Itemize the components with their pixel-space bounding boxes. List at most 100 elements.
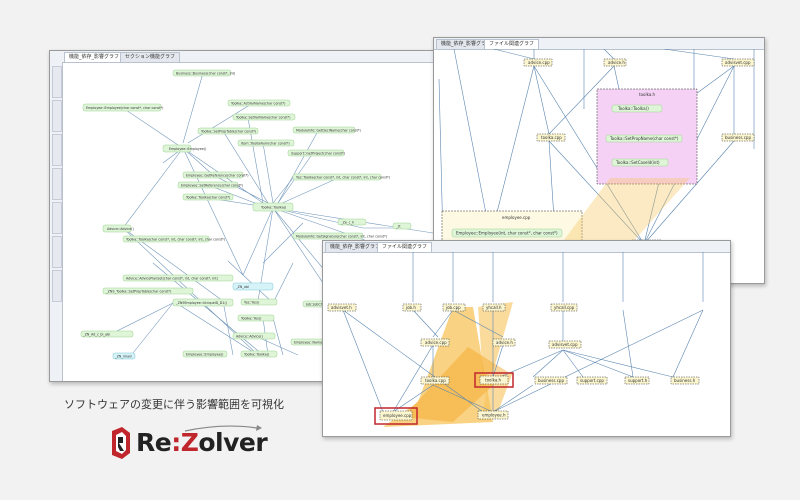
- graph-node[interactable]: ModuleInfo::GetDeclName(char const*): [292, 126, 361, 134]
- node-job-h[interactable]: job.h: [402, 303, 422, 312]
- node-toolka-setpropname[interactable]: Toolka::SetPropName(char const*): [605, 134, 683, 143]
- svg-text:job.cpp: job.cpp: [445, 305, 461, 310]
- graph-node[interactable]: Toolka::SetPropTable(char const*): [197, 127, 259, 135]
- side-tab[interactable]: [52, 100, 62, 132]
- graph-node[interactable]: Support::GetProject(char const*): [287, 149, 345, 157]
- impact-path: [403, 347, 508, 422]
- side-tab[interactable]: [52, 66, 62, 98]
- svg-text:support.cpp: support.cpp: [580, 378, 604, 383]
- graph-node[interactable]: Employee::Employee(): [162, 144, 206, 153]
- node-business-cpp[interactable]: business.cpp: [534, 376, 568, 385]
- node-advisvet-h[interactable]: advisvet.h: [327, 303, 357, 312]
- svg-text:Job::JobCheck(): Job::JobCheck(): [305, 302, 331, 306]
- side-tab-bar: [50, 62, 63, 381]
- node-support-h[interactable]: support.h: [624, 376, 650, 385]
- node-business-h[interactable]: business.h: [670, 376, 700, 385]
- tab-function-dependency[interactable]: 機能_依存_影響グラフ: [64, 52, 125, 62]
- graph-node[interactable]: Item::TooltaNum(char const*): [237, 139, 295, 147]
- side-tab[interactable]: [52, 236, 62, 268]
- graph-node[interactable]: _ZN_abi: [232, 282, 274, 291]
- tab-file-relation[interactable]: ファイル関連グラフ: [377, 242, 433, 252]
- svg-text:toolka.h: toolka.h: [639, 92, 656, 97]
- graph-node[interactable]: Advice::Advice(): [232, 332, 276, 340]
- graph-node[interactable]: Toolka::Toolka(): [240, 350, 278, 358]
- node-business-cpp[interactable]: business.cpp: [721, 133, 755, 142]
- graph-node[interactable]: Employee::Employee(char const*, char con…: [82, 103, 163, 112]
- graph-node[interactable]: Toolka::SetVarName(char const*): [232, 113, 296, 121]
- graph-node[interactable]: _ZN_Ad_c_bi_abi: [80, 330, 134, 338]
- node-employee-ctor[interactable]: Employee::Employee(int, char const*, cha…: [451, 228, 563, 238]
- tab-file-relation[interactable]: ファイル関連グラフ: [484, 39, 540, 49]
- graph-node[interactable]: Toolka::Yes(): [237, 314, 275, 322]
- svg-text:advice.h: advice.h: [608, 60, 625, 65]
- svg-text:business.cpp: business.cpp: [538, 378, 564, 383]
- side-tab[interactable]: [52, 168, 62, 200]
- graph-node[interactable]: Toolka::ActVarName(char const*): [227, 99, 291, 107]
- file-relation-window-bottom: 機能_依存_影響グラフ ファイル関連グラフ advisvet.h job.h: [322, 240, 731, 437]
- graph-node[interactable]: Advice::AdvicePlanSet(char const*, int, …: [122, 274, 234, 282]
- node-advice-cpp[interactable]: advice.cpp: [523, 58, 553, 67]
- node-yhcall-cpp[interactable]: yhcall.cpp: [550, 303, 578, 312]
- graph-node[interactable]: _zt: [392, 222, 412, 230]
- graph-node[interactable]: Employee::Employee(): [182, 350, 228, 358]
- tab-bar: 機能_依存_影響グラフ セクション機能グラフ: [50, 51, 435, 63]
- svg-text:_ZN_abi: _ZN_abi: [235, 285, 249, 289]
- svg-text:employee.cpp: employee.cpp: [502, 215, 531, 220]
- svg-text:support.h: support.h: [628, 378, 648, 383]
- side-tab[interactable]: [52, 270, 62, 302]
- graph-node[interactable]: Yes::Toolka(char const*, int, char const…: [292, 173, 390, 181]
- graph-node[interactable]: Employee::GetReference(char const*): [182, 171, 249, 179]
- svg-text:Support::GetProject(char const: Support::GetProject(char const*): [291, 151, 345, 155]
- node-toolka-setcaseid[interactable]: Toolka::SetCaseId(int): [611, 158, 669, 167]
- svg-text:Toolka::SetCaseId(int): Toolka::SetCaseId(int): [615, 160, 660, 165]
- graph-node[interactable]: Advice::Advice(): [102, 224, 134, 233]
- graph-node[interactable]: Toolka::Toolka(char const*, int, char co…: [122, 235, 225, 243]
- graph-node[interactable]: _ZN9_Toolka::SetPropTable(char const*): [102, 287, 194, 295]
- svg-text:business.cpp: business.cpp: [725, 135, 751, 140]
- svg-text:toolka.cpp: toolka.cpp: [425, 378, 446, 383]
- logo-mark-icon: [112, 427, 130, 459]
- graph-node[interactable]: _ZN9Employee::UniqueID_D1(): [172, 298, 234, 307]
- svg-text:_ZN9_Toolka::SetPropTable(char: _ZN9_Toolka::SetPropTable(char const*): [105, 289, 171, 293]
- svg-text:Employee::GetReference(char co: Employee::GetReference(char const*): [186, 173, 249, 177]
- node-advisvet-cpp[interactable]: advisvet.cpp: [721, 58, 755, 67]
- node-support-cpp[interactable]: support.cpp: [576, 376, 608, 385]
- graph-node[interactable]: Employee::SetReference(char const*): [177, 181, 243, 189]
- node-employee-h[interactable]: employee.h: [477, 410, 509, 420]
- side-tab[interactable]: [52, 202, 62, 234]
- logo-olver: olver: [198, 428, 268, 457]
- svg-text:Toolka::Yes(): Toolka::Yes(): [240, 316, 261, 320]
- svg-text:advisvet.cpp: advisvet.cpp: [725, 60, 751, 65]
- svg-text:toolka.h: toolka.h: [485, 378, 502, 383]
- graph-node[interactable]: _ZN_imain: [112, 352, 136, 360]
- node-advice-h[interactable]: advice.h: [603, 58, 627, 67]
- node-job-cpp[interactable]: job.cpp: [442, 303, 466, 312]
- file-graph-canvas-bottom[interactable]: advisvet.h job.h job.cpp yhcall.h yhcall…: [323, 252, 730, 436]
- graph-node[interactable]: _Ze_c_h: [337, 218, 367, 226]
- impact-path: [383, 307, 493, 427]
- svg-text:_ZN_Ad_c_bi_abi: _ZN_Ad_c_bi_abi: [82, 332, 110, 336]
- side-tab[interactable]: [52, 134, 62, 166]
- svg-text:advice.cpp: advice.cpp: [528, 60, 550, 65]
- node-yhcall-h[interactable]: yhcall.h: [482, 303, 506, 312]
- node-advice-h[interactable]: advice.h: [492, 338, 516, 347]
- svg-text:Business::Business(char const*: Business::Business(char const*, int): [176, 71, 235, 75]
- graph-node[interactable]: Yes::Yes(): [240, 298, 278, 306]
- graph-node[interactable]: Business::Business(char const*, int): [172, 69, 235, 77]
- function-graph-canvas[interactable]: Business::Business(char const*, int) Emp…: [63, 63, 435, 381]
- node-toolka-cpp[interactable]: toolka.cpp: [420, 376, 450, 385]
- node-toolka-ctor[interactable]: Toolka::Toolka(): [611, 104, 663, 113]
- node-advice-cpp[interactable]: advice.cpp: [420, 338, 450, 347]
- graph-node[interactable]: Toolka::Toolka(char const*): [182, 193, 234, 201]
- graph-nodes: advisvet.h job.h job.cpp yhcall.h yhcall…: [327, 303, 700, 425]
- svg-text:ModuleInfo::GetSignature(char: ModuleInfo::GetSignature(char const*, in…: [296, 234, 387, 238]
- node-toolka-h-highlighted[interactable]: toolka.h: [474, 372, 514, 388]
- graph-node[interactable]: ModuleInfo::GetSignature(char const*, in…: [292, 232, 387, 240]
- node-employee-cpp-highlighted[interactable]: employee.cpp: [374, 407, 418, 425]
- tab-section-function[interactable]: セクション機能グラフ: [120, 52, 181, 62]
- node-toolka-cpp[interactable]: toolka.cpp: [536, 133, 566, 142]
- svg-text:_Ze_c_h: _Ze_c_h: [340, 220, 354, 224]
- graph-node[interactable]: Toolka::Toolka(): [252, 202, 294, 212]
- node-advisvet-cpp[interactable]: advisvet.cpp: [548, 340, 582, 349]
- tab-function-dependency[interactable]: 機能_依存_影響グラフ: [325, 242, 386, 252]
